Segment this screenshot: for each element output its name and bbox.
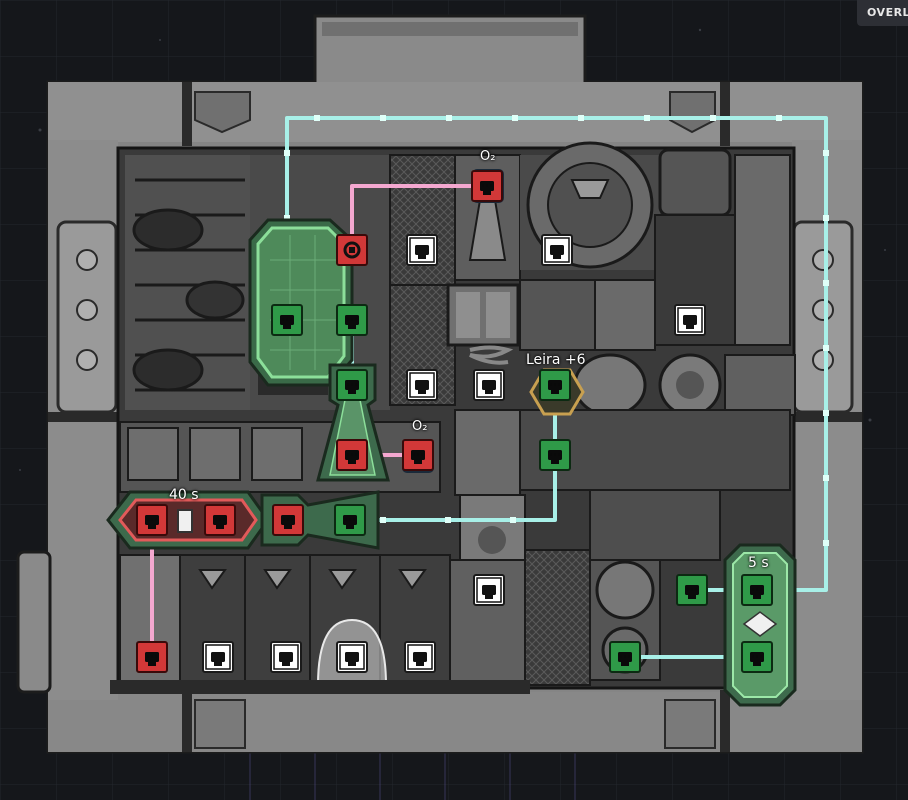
logic-port-icon[interactable] <box>674 304 706 336</box>
logic-port-icon[interactable] <box>539 439 571 471</box>
logic-reset-icon[interactable] <box>336 234 368 266</box>
logic-port-icon[interactable] <box>473 574 505 606</box>
bunk-beds <box>110 554 530 694</box>
label-sensor: Leira +6 <box>526 352 586 368</box>
logic-ports[interactable] <box>136 170 773 673</box>
wire-blue-sensor <box>348 383 557 522</box>
logic-port-icon[interactable] <box>336 439 368 471</box>
logic-port-icon[interactable] <box>406 234 438 266</box>
logic-port-icon[interactable] <box>204 504 236 536</box>
logic-port-icon[interactable] <box>202 641 234 673</box>
logic-port-icon[interactable] <box>741 574 773 606</box>
logic-port-icon[interactable] <box>406 369 438 401</box>
logic-port-icon[interactable] <box>271 304 303 336</box>
background-stars <box>19 28 886 471</box>
logic-port-icon[interactable] <box>336 369 368 401</box>
wire-pink-top <box>350 184 489 252</box>
machinery-lower <box>119 409 791 686</box>
label-o2-mid: O₂ <box>412 419 428 434</box>
machinery-middle <box>389 141 796 417</box>
timer-icon <box>177 509 193 533</box>
gate-arrow-icon <box>742 611 778 637</box>
logic-port-icon[interactable] <box>609 641 641 673</box>
logic-port-icon[interactable] <box>741 641 773 673</box>
logic-port-icon[interactable] <box>404 641 436 673</box>
logic-port-icon[interactable] <box>541 234 573 266</box>
logic-port-icon[interactable] <box>336 641 368 673</box>
logic-port-icon[interactable] <box>471 170 503 202</box>
logic-port-icon[interactable] <box>270 641 302 673</box>
logic-port-icon[interactable] <box>402 439 434 471</box>
logic-port-icon[interactable] <box>336 304 368 336</box>
logic-port-icon[interactable] <box>539 369 571 401</box>
logic-port-icon[interactable] <box>334 504 366 536</box>
label-timer-left: 40 s <box>169 487 199 503</box>
overlay-button[interactable]: OVERLA <box>857 0 908 26</box>
logic-port-icon[interactable] <box>136 504 168 536</box>
logic-port-icon[interactable] <box>676 574 708 606</box>
logic-port-icon[interactable] <box>136 641 168 673</box>
wire-joints <box>284 115 829 546</box>
label-o2-top: O₂ <box>480 149 496 164</box>
wire-blue-main <box>285 116 828 592</box>
logic-port-icon[interactable] <box>473 369 505 401</box>
label-timer-right: 5 s <box>748 555 769 571</box>
logic-port-icon[interactable] <box>272 504 304 536</box>
